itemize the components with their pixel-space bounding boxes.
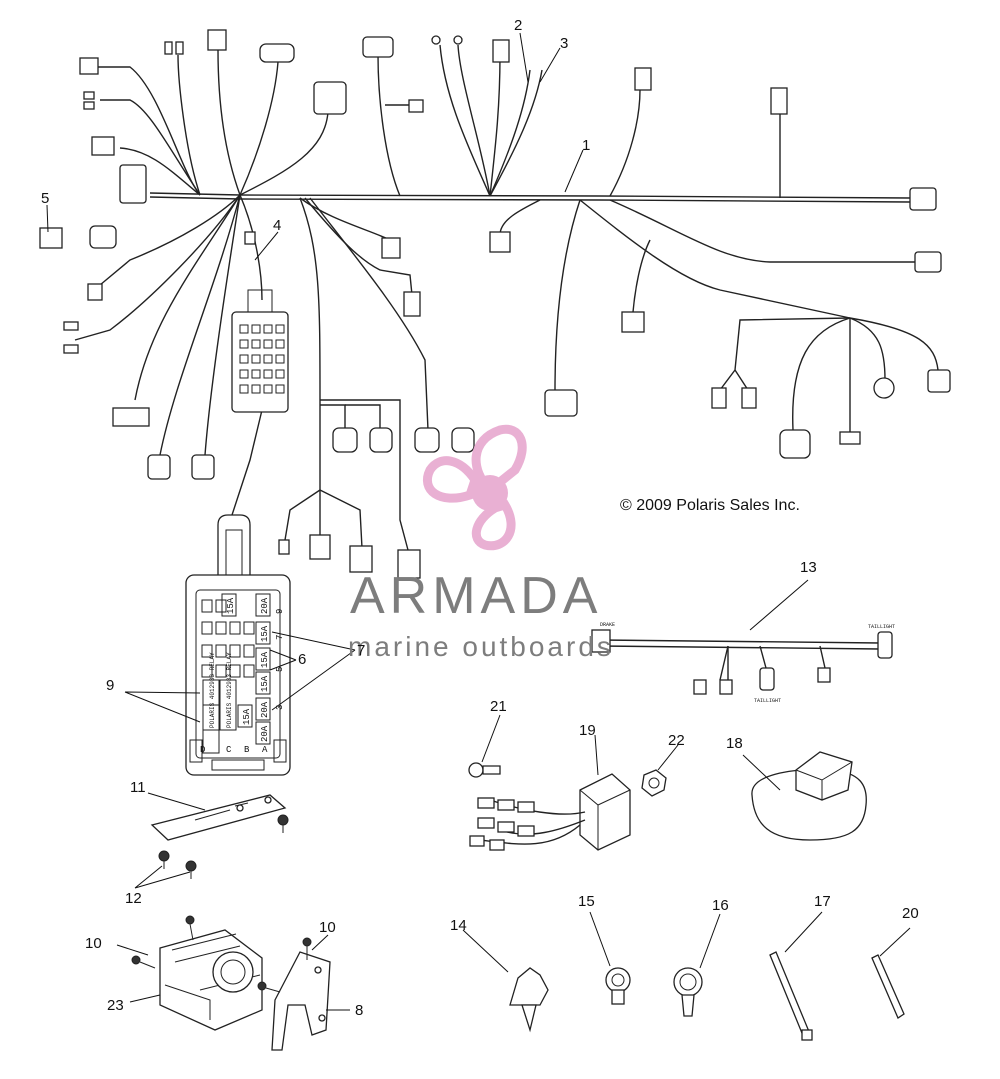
callout-23: 23	[107, 997, 124, 1014]
callout-12: 12	[125, 890, 142, 907]
relay-label: POLARIS 4012933 RELAY	[226, 652, 233, 728]
screws	[158, 814, 289, 879]
fuse-label: 15A	[226, 597, 236, 614]
main-wiring-harness	[74, 44, 939, 551]
clip-21	[468, 762, 501, 778]
loop-clip-16	[673, 967, 703, 1017]
watermark-brand: ARMADA	[350, 567, 602, 625]
callout-7: 7	[357, 642, 365, 659]
harness-connectors	[39, 29, 951, 579]
edge-clip-15	[605, 967, 631, 1005]
callout-1: 1	[582, 137, 590, 154]
propeller-logo	[423, 424, 527, 551]
bracket-8	[271, 951, 331, 1051]
push-clip-14	[509, 967, 549, 1033]
copyright-text: © 2009 Polaris Sales Inc.	[620, 497, 800, 514]
cable-tie-17	[769, 951, 813, 1041]
callout-14: 14	[450, 917, 467, 934]
callout-21: 21	[490, 698, 507, 715]
callout-15: 15	[578, 893, 595, 910]
harness-tag: DRAKE	[600, 622, 615, 628]
rear-harness-13: DRAKE TAILLIGHT TAILLIGHT	[591, 622, 895, 704]
row-letter: B	[244, 745, 250, 755]
callout-11: 11	[130, 779, 146, 796]
cover-18	[751, 751, 867, 841]
fuse-label: 20A	[260, 597, 270, 614]
armada-watermark: ARMADA marine outboards	[348, 424, 614, 662]
watermark-tagline: marine outboards	[348, 631, 614, 662]
callout-3: 3	[560, 35, 568, 52]
callout-13: 13	[800, 559, 817, 576]
row-letter: C	[226, 745, 232, 755]
harness-tag: TAILLIGHT	[754, 698, 781, 704]
nut-22	[641, 769, 667, 797]
callout-10: 10	[319, 919, 336, 936]
fuse-label: 15A	[260, 625, 270, 642]
relay-19	[469, 773, 631, 851]
callout-6: 6	[298, 651, 306, 668]
fuse-box-mount-23	[159, 929, 263, 1031]
callout-leaders	[46, 32, 911, 1011]
callout-22: 22	[668, 732, 685, 749]
screws-10	[131, 915, 312, 993]
slot-number: 9	[275, 609, 285, 614]
relay-label: POLARIS 4012933 RELAY	[209, 652, 216, 728]
callout-4: 4	[273, 217, 281, 234]
fuse-label: 15A	[260, 675, 270, 692]
harness-tag: TAILLIGHT	[868, 624, 895, 630]
callout-10: 10	[85, 935, 102, 952]
callout-16: 16	[712, 897, 729, 914]
row-letter: D	[200, 745, 205, 755]
mount-bracket	[150, 794, 287, 841]
callout-19: 19	[579, 722, 596, 739]
fuse-label: 15A	[260, 651, 270, 668]
fuse-box-assembly: 15A 20A 15A 15A 15A 20A 15A 20A 9 7 5 3 …	[185, 514, 291, 776]
callout-2: 2	[514, 17, 522, 34]
fuse-slots	[201, 599, 255, 678]
callout-5: 5	[41, 190, 49, 207]
fuse-label: 20A	[260, 725, 270, 742]
callout-18: 18	[726, 735, 743, 752]
cable-tie-20	[871, 954, 905, 1019]
slot-number: 3	[275, 705, 285, 710]
row-letter: A	[262, 745, 268, 755]
fuse-label: 15A	[242, 708, 252, 725]
callout-9: 9	[106, 677, 114, 694]
callout-17: 17	[814, 893, 831, 910]
callout-8: 8	[355, 1002, 363, 1019]
callout-20: 20	[902, 905, 919, 922]
fuse-label: 20A	[260, 701, 270, 718]
callout-numbers: 1 2 3 4 5 6 7 8 9 10 10 11 12 13 14 15 1…	[41, 17, 919, 1019]
slot-number: 7	[275, 635, 285, 640]
slot-number: 5	[275, 667, 285, 672]
